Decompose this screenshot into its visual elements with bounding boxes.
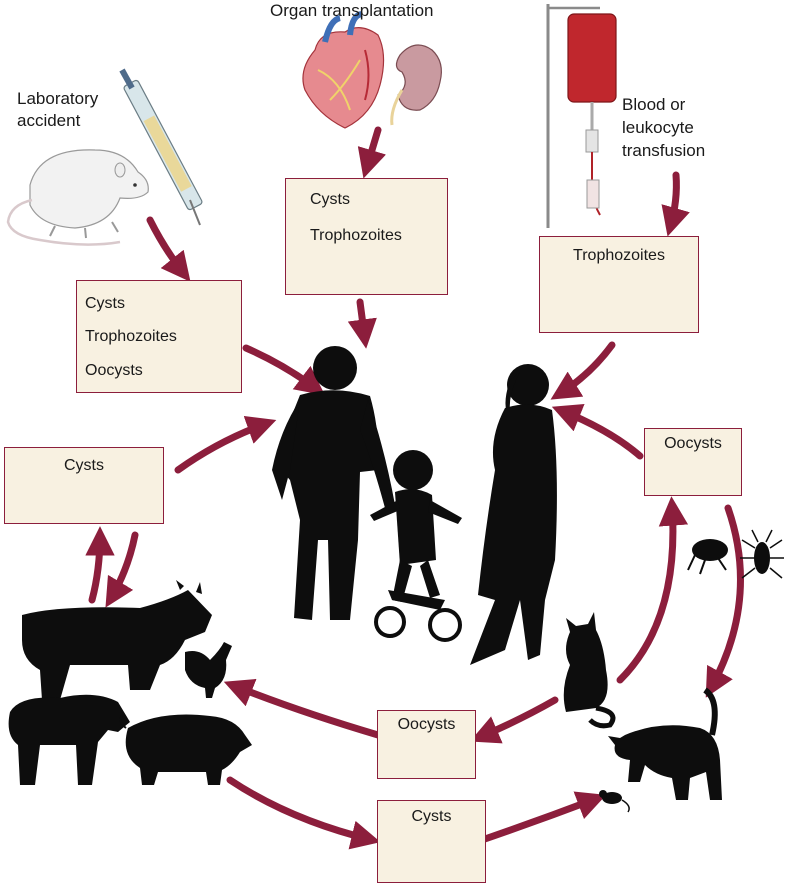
transfusion-label-line2: leukocyte <box>622 118 694 137</box>
lab-oocysts-label: Oocysts <box>85 362 143 379</box>
mouse-silhouette <box>599 790 630 813</box>
arrow-livestock-to-meat <box>85 526 115 604</box>
meat-cysts-label: Cysts <box>64 457 104 474</box>
arrow-meat-to-man <box>174 416 277 474</box>
arrow-bugs-to-cat <box>705 504 744 698</box>
arrow-oocysts-to-woman <box>551 403 644 460</box>
transfusion-label-line1: Blood or <box>622 95 686 114</box>
woman-silhouette <box>470 364 557 665</box>
lab-trophozoites-label: Trophozoites <box>85 328 177 345</box>
iv-bag-illustration <box>546 4 617 228</box>
arrow-pig-to-rodent-cysts <box>226 776 381 850</box>
environment-oocysts-label: Oocysts <box>664 435 722 452</box>
arrow-lab-to-box <box>146 216 191 282</box>
cockroach-illustration <box>740 529 784 579</box>
kidney-illustration <box>390 44 442 126</box>
pig-silhouette <box>119 714 252 785</box>
sitting-cat-silhouette <box>563 612 616 729</box>
arrow-transbox-to-woman <box>550 341 616 400</box>
standing-cat-silhouette <box>608 687 722 800</box>
transfusion-stages-box: Trophozoites <box>539 236 699 333</box>
ground-oocysts-label: Oocysts <box>397 716 456 733</box>
organ-transplant-label: Organ transplantation <box>270 1 434 20</box>
lab-accident-label-line2: accident <box>17 111 81 130</box>
arrow-labbox-to-man <box>242 344 326 396</box>
chicken-silhouette <box>185 642 232 698</box>
meat-cysts-box: Cysts <box>4 447 164 524</box>
man-silhouette <box>272 346 395 620</box>
transfusion-trophozoites-label: Trophozoites <box>573 247 665 264</box>
lab-rat-illustration <box>6 149 149 246</box>
arrow-cat-to-env-oocysts <box>616 496 689 684</box>
organ-cysts-label: Cysts <box>310 191 350 208</box>
flea-silhouette <box>687 539 728 575</box>
heart-illustration <box>302 11 385 129</box>
arrows <box>85 126 744 850</box>
arrow-rodent-cysts-to-mouse <box>478 791 607 844</box>
organ-trophozoites-label: Trophozoites <box>310 227 402 244</box>
cow-silhouette <box>22 580 212 700</box>
rodent-cysts-label: Cysts <box>411 808 452 825</box>
child-on-bike-silhouette <box>370 450 462 642</box>
environment-oocysts-box: Oocysts <box>644 428 742 496</box>
transfusion-label-line3: transfusion <box>622 141 706 160</box>
arrow-organbox-to-man <box>347 298 377 349</box>
arrow-transfusion-to-box <box>661 171 690 237</box>
ground-oocysts-box: Oocysts <box>377 710 476 779</box>
lab-accident-stages-box: Cysts Trophozoites Oocysts <box>76 280 242 393</box>
arrow-meat-to-livestock <box>105 531 139 608</box>
arrow-ground-oocysts-to-chicken <box>223 678 382 739</box>
syringe-illustration <box>119 68 203 226</box>
lab-accident-label-line1: Laboratory <box>17 89 99 108</box>
arrow-cat-to-ground-oocysts <box>469 696 559 744</box>
rodent-cysts-box: Cysts <box>377 800 486 883</box>
arrow-organ-to-box <box>357 126 386 179</box>
sheep-silhouette <box>8 694 130 785</box>
organ-transplant-stages-box: Cysts Trophozoites <box>285 178 448 295</box>
lab-cysts-label: Cysts <box>85 295 125 312</box>
